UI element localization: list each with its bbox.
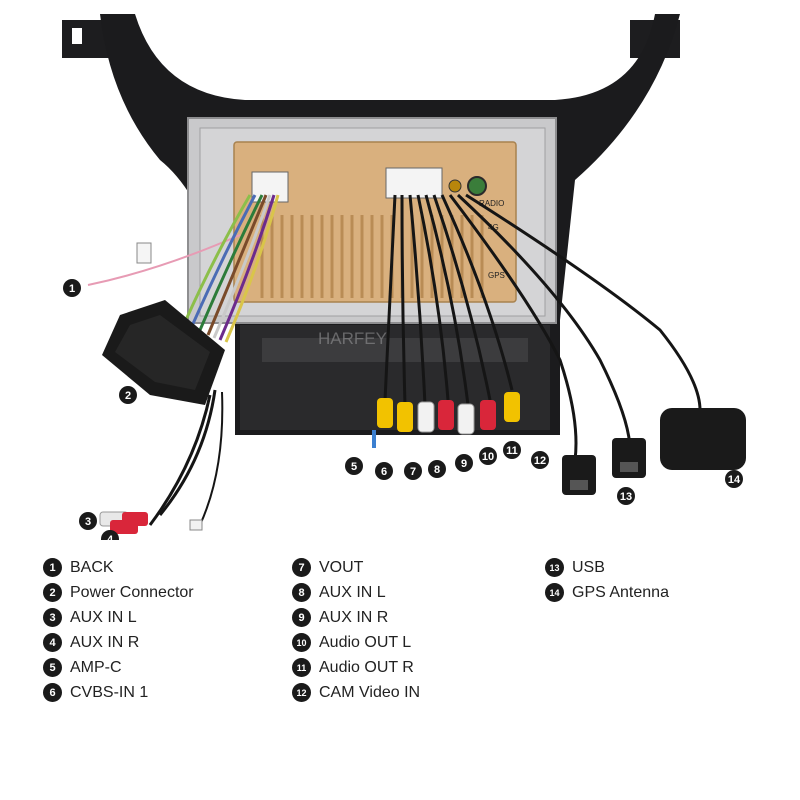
legend-column-1: 1 BACK 2 Power Connector 3 AUX IN L 4 AUX IN…	[43, 555, 194, 705]
callout-9: 9	[455, 454, 473, 472]
legend-number: 11	[292, 658, 311, 677]
rca-cables	[383, 194, 514, 406]
callout-8: 8	[428, 460, 446, 478]
callout-5: 5	[345, 457, 363, 475]
legend-number: 2	[43, 583, 62, 602]
callout-11: 11	[503, 441, 521, 459]
legend-label: Audio OUT L	[319, 633, 412, 651]
legend-label: BACK	[70, 558, 114, 576]
svg-text:8: 8	[434, 464, 440, 476]
legend-number: 6	[43, 683, 62, 702]
gps-port-label: GPS	[488, 271, 505, 280]
legend-number: 12	[292, 683, 311, 702]
svg-text:12: 12	[534, 455, 546, 467]
legend-label: CAM Video IN	[319, 683, 421, 701]
legend-item: 7 VOUT	[292, 555, 420, 580]
svg-text:7: 7	[410, 466, 416, 478]
usb-connectors	[562, 438, 646, 495]
legend-label: VOUT	[319, 558, 364, 576]
callout-13: 13	[617, 487, 635, 505]
legend-number: 8	[292, 583, 311, 602]
callout-6: 6	[375, 462, 393, 480]
legend-label: Power Connector	[70, 583, 194, 601]
callout-12: 12	[531, 451, 549, 469]
brand-watermark: HARFEY	[318, 329, 387, 348]
legend-item: 10 Audio OUT L	[292, 630, 420, 655]
legend-item: 5 AMP-C	[43, 655, 194, 680]
svg-text:9: 9	[461, 458, 467, 470]
legend-number: 13	[545, 558, 564, 577]
rca-plugs	[372, 392, 520, 448]
legend-label: AMP-C	[70, 658, 122, 676]
legend-column-3: 13 USB 14 GPS Antenna	[545, 555, 669, 605]
power-harness	[183, 194, 280, 343]
legend-item: 6 CVBS-IN 1	[43, 680, 194, 705]
legend-label: AUX IN R	[319, 608, 389, 626]
callout-14: 14	[725, 470, 743, 488]
back-wire	[87, 234, 241, 286]
legend-number: 9	[292, 608, 311, 627]
svg-text:3: 3	[85, 516, 91, 528]
callouts: 1 2 3 4 5 6 7 8 9 10 11 12 13 14	[63, 279, 743, 540]
svg-text:6: 6	[381, 466, 387, 478]
legend-item: 4 AUX IN R	[43, 630, 194, 655]
radio-port-label: RADIO	[479, 199, 504, 208]
gps-antenna	[660, 408, 746, 470]
callout-1: 1	[63, 279, 81, 297]
legend-item: 8 AUX IN L	[292, 580, 420, 605]
legend-number: 7	[292, 558, 311, 577]
legend-number: 4	[43, 633, 62, 652]
svg-text:11: 11	[506, 445, 518, 457]
legend-item: 2 Power Connector	[43, 580, 194, 605]
legend-item: 14 GPS Antenna	[545, 580, 669, 605]
legend-item: 11 Audio OUT R	[292, 655, 420, 680]
callout-3: 3	[79, 512, 97, 530]
usb-gps-cables	[448, 193, 702, 461]
legend-label: GPS Antenna	[572, 583, 669, 601]
svg-text:5: 5	[351, 461, 357, 473]
wiring-diagram: RADIO 4G GPS HARFEY	[62, 14, 746, 540]
legend-label: Audio OUT R	[319, 658, 414, 676]
power-connector	[102, 300, 225, 405]
legend-item: 9 AUX IN R	[292, 605, 420, 630]
legend-label: CVBS-IN 1	[70, 683, 149, 701]
legend: 1 BACK 2 Power Connector 3 AUX IN L 4 AUX IN…	[0, 555, 800, 715]
legend-label: AUX IN R	[70, 633, 140, 651]
legend-label: AUX IN L	[319, 583, 386, 601]
svg-text:14: 14	[728, 474, 741, 486]
callout-4: 4	[101, 530, 119, 540]
legend-number: 1	[43, 558, 62, 577]
callout-10: 10	[479, 447, 497, 465]
aux-in-plugs	[99, 511, 148, 534]
rear-board: RADIO 4G GPS	[233, 141, 517, 303]
aux-in-cable	[148, 389, 224, 531]
legend-label: USB	[572, 558, 605, 576]
legend-label: AUX IN L	[70, 608, 137, 626]
svg-text:4: 4	[107, 534, 114, 540]
legend-number: 5	[43, 658, 62, 677]
legend-item: 12 CAM Video IN	[292, 680, 420, 705]
legend-item: 1 BACK	[43, 555, 194, 580]
svg-text:10: 10	[482, 451, 494, 463]
legend-number: 10	[292, 633, 311, 652]
svg-text:13: 13	[620, 491, 632, 503]
legend-item: 13 USB	[545, 555, 669, 580]
svg-text:1: 1	[69, 283, 75, 295]
svg-text:2: 2	[125, 390, 131, 402]
callout-2: 2	[119, 386, 137, 404]
legend-number: 3	[43, 608, 62, 627]
legend-number: 14	[545, 583, 564, 602]
callout-7: 7	[404, 462, 422, 480]
legend-item: 3 AUX IN L	[43, 605, 194, 630]
